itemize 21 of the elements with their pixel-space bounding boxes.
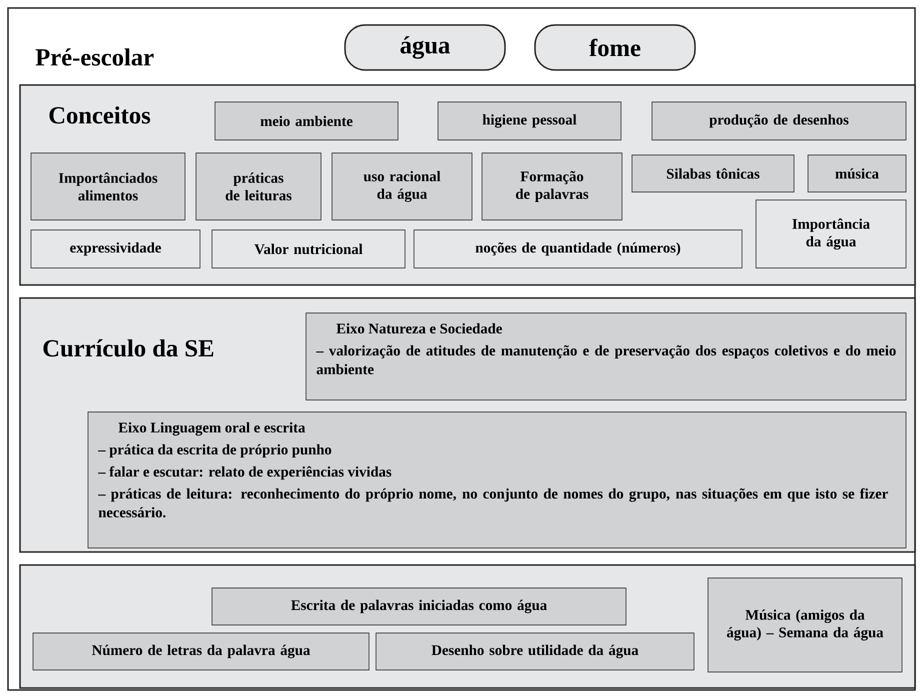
concept-box: Número de letras da palavra água [32,632,370,670]
concept-box: noções de quantidade (números) [414,230,742,268]
concept-box: meio ambiente [214,102,398,140]
concept-box: expressividade [30,230,200,268]
concept-box: Importânciados alimentos [30,152,186,220]
concept-box: música [808,154,906,192]
concept-box: uso racional da água [332,152,472,220]
concept-box: Música (amigos da água) – Semana da água [708,578,902,672]
curriculum-box: Eixo Natureza e Sociedade – valorização de atitudes de manutenção e de preservação dos espaços coletivos e do meio ambiente [306,312,906,400]
topic-pill: água [344,24,506,71]
concept-box: Importância da água [756,200,906,268]
concept-box: Desenho sobre utilidade da água [376,632,694,670]
concept-box: Silabas tônicas [632,154,794,192]
concept-box: higiene pessoal [438,102,622,140]
concept-box: práticas de leituras [196,152,322,220]
concept-box: Escrita de palavras iniciadas como água [212,588,626,626]
concept-box: produção de desenhos [652,102,906,140]
topic-pill: fome [534,24,696,71]
concept-box: Formação de palavras [482,152,622,220]
curriculum-box: Eixo Linguagem oral e escrita – prática da escrita de próprio punho – falar e escutar: relato de experiências vividas – práticas de leitura: reconhecimento do próprio nome, no conjunto de nomes do grupo, nas situações em que isto se fizer necessário. [88,412,906,548]
concept-box: Valor nutricional [212,230,406,268]
